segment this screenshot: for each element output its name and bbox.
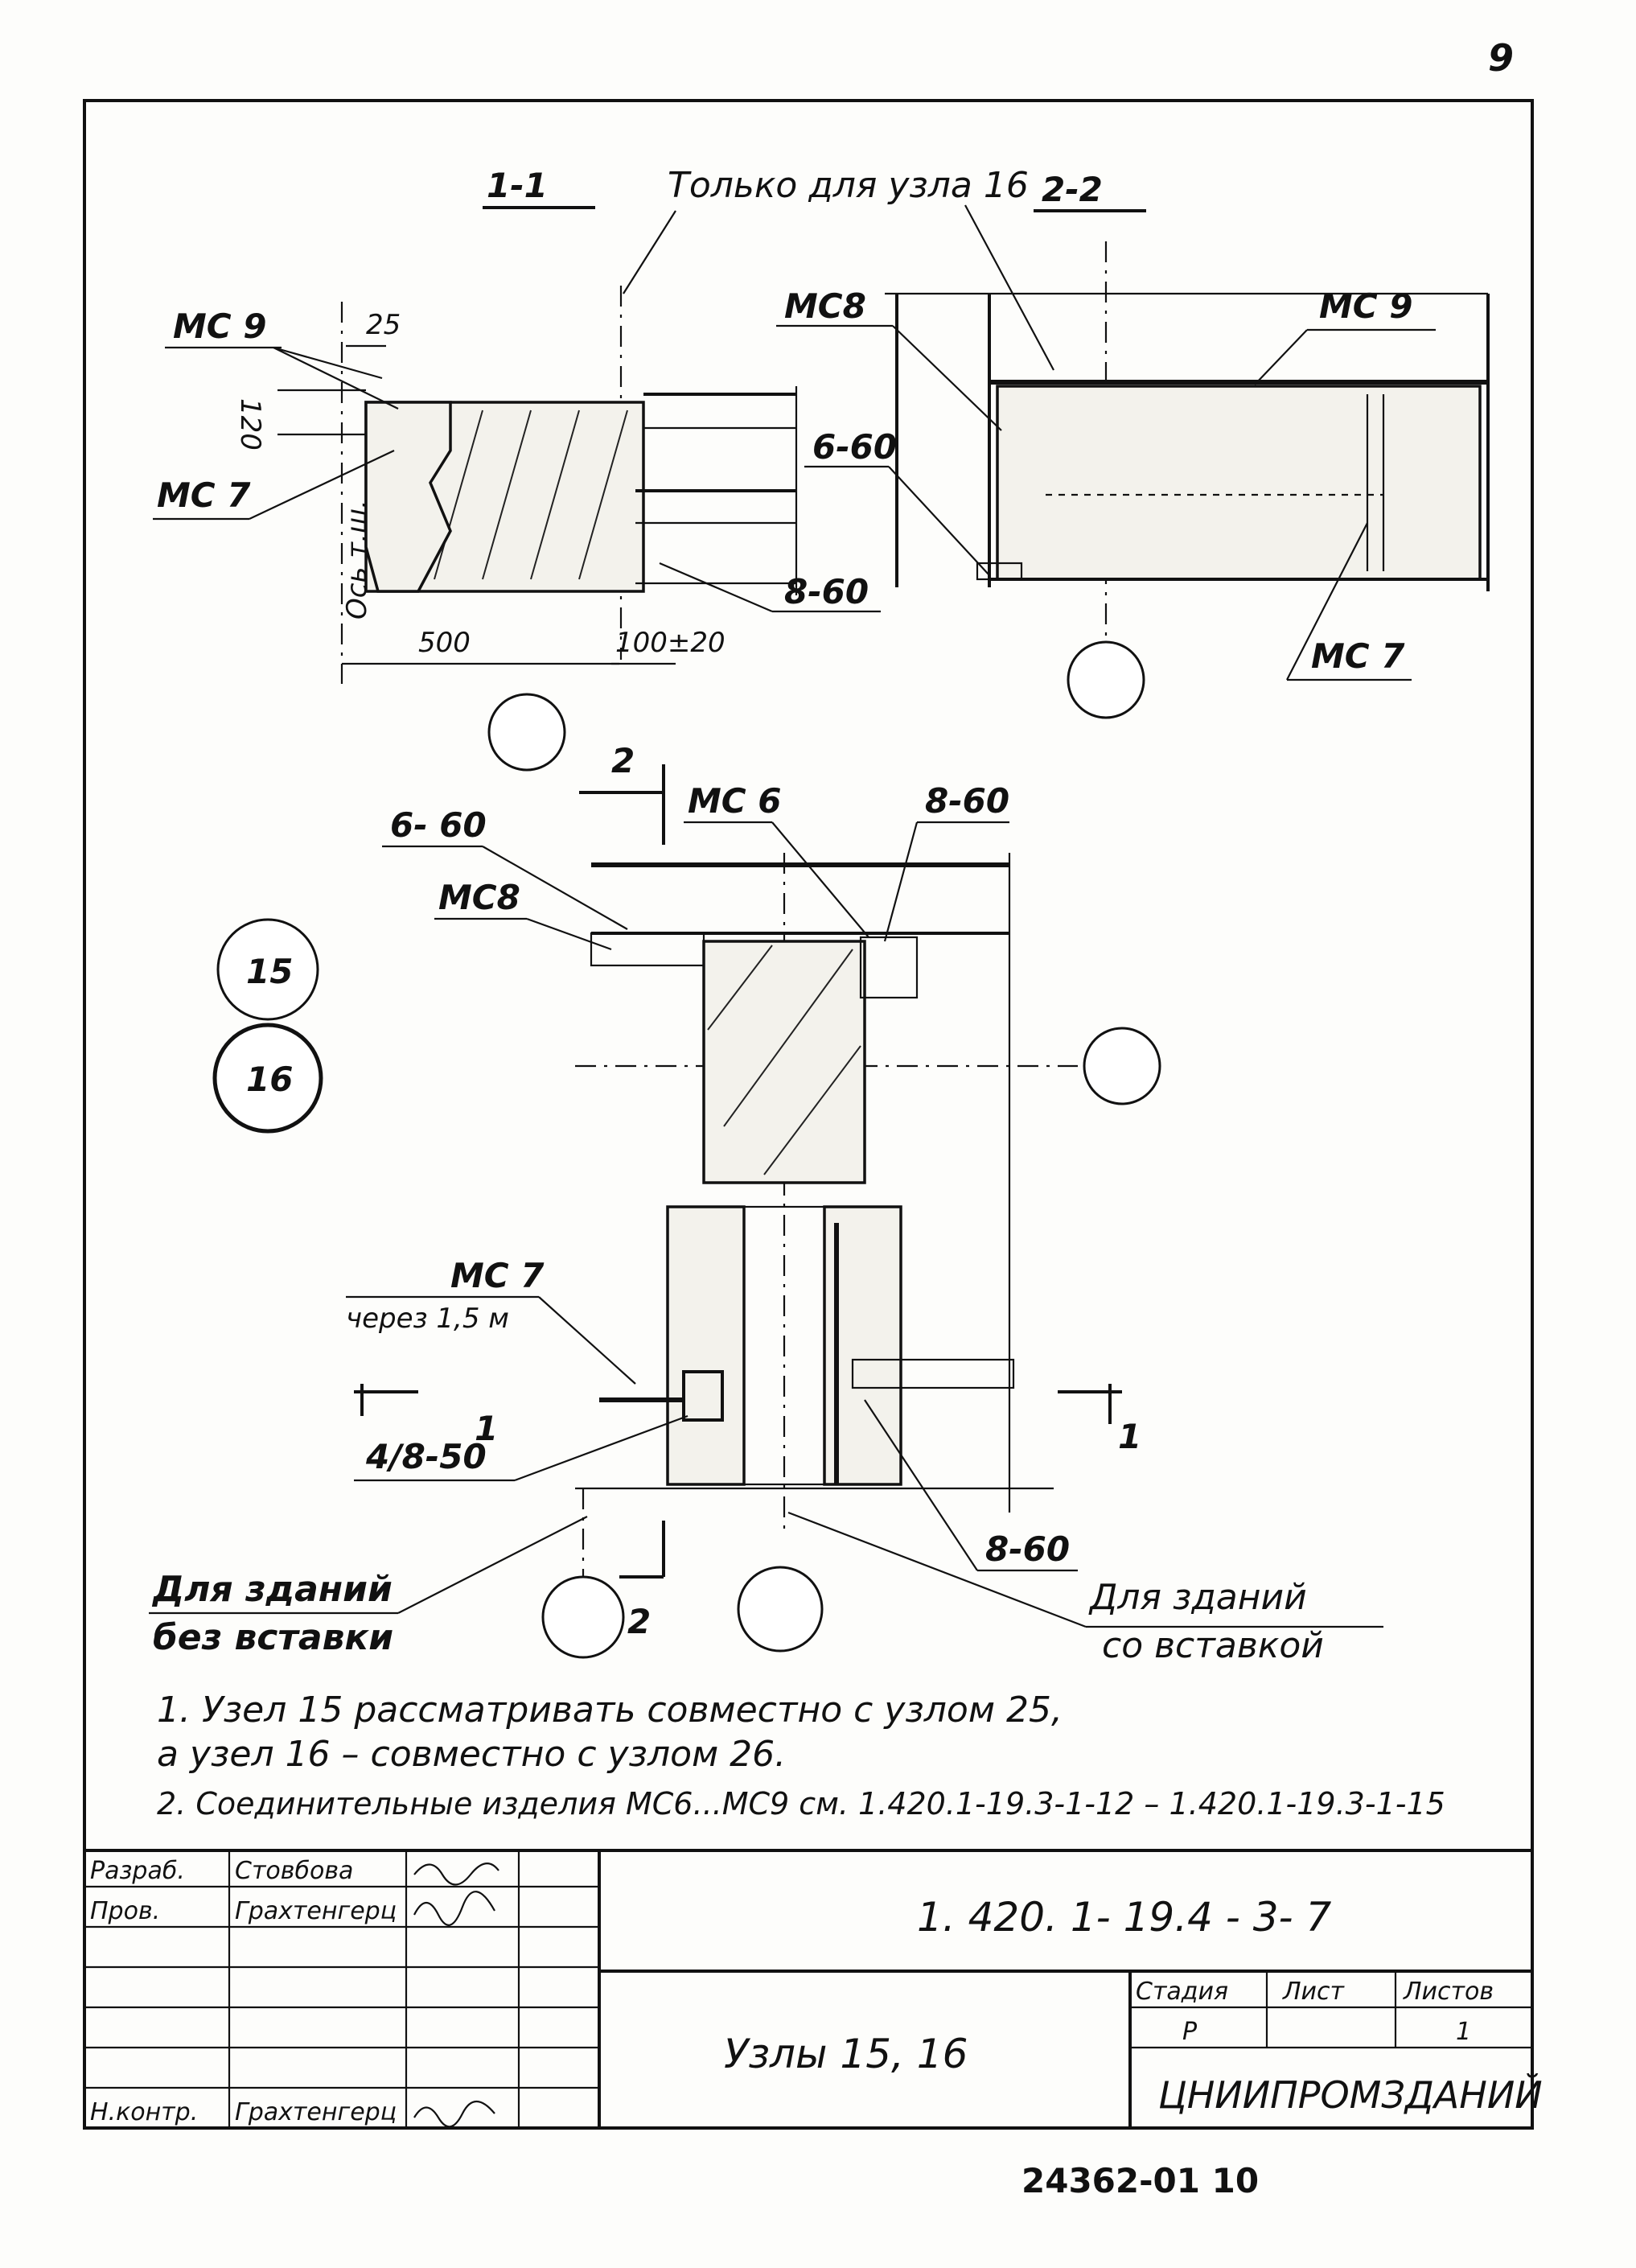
section-2-2-mc7-label: МС 7 bbox=[1311, 636, 1405, 676]
tb-name-7: Грахтенгерц bbox=[235, 2098, 397, 2126]
node-16-bubble bbox=[212, 1023, 323, 1134]
tb-role-7: Н.контр. bbox=[90, 2098, 198, 2126]
title-block: Разраб. Стовбова Пров. Грахтенгерц Н.кон… bbox=[84, 1849, 1543, 2128]
section-1-1-dim-500: 500 bbox=[418, 627, 471, 659]
note-line-2: а узел 16 – совместно с узлом 26. bbox=[157, 1734, 786, 1775]
plan-note-with-insert-2: со вставкой bbox=[1102, 1625, 1324, 1666]
tb-title: Узлы 15, 16 bbox=[724, 2031, 968, 2077]
section-1-1-axis-label: Ось т.ш. bbox=[341, 500, 373, 619]
section-2-2: Только для узла 16 2-2 МС8 МС 9 6-60 bbox=[623, 165, 1490, 719]
section-2-2-axis-bubble bbox=[1067, 640, 1145, 719]
tb-doc-code: 1. 420. 1- 19.4 - 3- 7 bbox=[917, 1894, 1331, 1941]
section-1-1: 1-1 МС 9 25 120 bbox=[153, 166, 881, 772]
section-2-2-mc9-label: МС 9 bbox=[1319, 286, 1412, 326]
general-notes: 1. Узел 15 рассматривать совместно с узл… bbox=[157, 1690, 1445, 1821]
node-15-bubble bbox=[216, 918, 319, 1021]
signature-2 bbox=[413, 1891, 495, 1926]
section-1-1-weld-8-60: 8-60 bbox=[784, 572, 869, 611]
tb-sheet-header: Лист bbox=[1282, 1978, 1346, 2006]
tb-name-2: Грахтенгерц bbox=[235, 1897, 397, 1925]
node-16-label: 16 bbox=[246, 1060, 293, 1099]
plan-weld-6-60: 6- 60 bbox=[390, 805, 487, 845]
signature-3 bbox=[413, 2100, 495, 2128]
plan-section-mark-1-right: 1 bbox=[1118, 1417, 1141, 1456]
page-number: 9 bbox=[1488, 36, 1514, 80]
bottom-stamp: 24362-01 10 bbox=[1021, 2161, 1259, 2200]
section-1-1-mc7-label: МС 7 bbox=[157, 475, 251, 515]
tb-org: ЦНИИПРОМЗДАНИЙ bbox=[1158, 2073, 1543, 2117]
section-1-1-title: 1-1 bbox=[487, 166, 548, 205]
plan-note-without-insert-2: без вставки bbox=[153, 1617, 393, 1658]
node-15-label: 15 bbox=[246, 952, 293, 991]
sheet-frame bbox=[83, 99, 1534, 2130]
note-line-3: 2. Соединительные изделия МС6...МС9 см. … bbox=[157, 1786, 1445, 1821]
plan-weld-8-60-bottom: 8-60 bbox=[985, 1529, 1070, 1569]
tb-role-2: Пров. bbox=[90, 1897, 160, 1925]
signature-1 bbox=[413, 1863, 499, 1886]
tb-stage-value: Р bbox=[1182, 2018, 1198, 2046]
plan-axis-bubble-bottom-left bbox=[541, 1575, 625, 1659]
plan-note-without-insert-1: Для зданий bbox=[151, 1569, 393, 1610]
tb-stage-header: Стадия bbox=[1136, 1978, 1228, 2006]
plan-section-mark-2-bottom: 2 bbox=[627, 1602, 651, 1641]
section-2-2-weld-6-60: 6-60 bbox=[812, 427, 897, 467]
section-1-1-axis-bubble bbox=[487, 693, 566, 772]
section-2-2-title: 2-2 bbox=[1042, 170, 1103, 209]
plan-mc7-label: МС 7 bbox=[450, 1256, 545, 1295]
section-1-1-dim-25: 25 bbox=[366, 309, 401, 341]
plan-view: 2 15 16 6- 60 МС8 МС bbox=[149, 741, 1383, 1666]
tb-sheets-header: Листов bbox=[1403, 1978, 1494, 2006]
plan-section-mark-2-top: 2 bbox=[611, 741, 635, 780]
note-line-1: 1. Узел 15 рассматривать совместно с узл… bbox=[157, 1690, 1063, 1731]
tb-name-1: Стовбова bbox=[235, 1857, 353, 1885]
plan-note-with-insert-1: Для зданий bbox=[1088, 1577, 1307, 1618]
tb-role-1: Разраб. bbox=[90, 1857, 185, 1885]
plan-axis-bubble-bottom-right bbox=[737, 1566, 824, 1653]
plan-mc8-label: МС8 bbox=[438, 878, 520, 917]
section-1-1-mc9-label: МС 9 bbox=[173, 307, 266, 346]
plan-axis-bubble-right bbox=[1083, 1027, 1161, 1105]
section-1-1-dim-120: 120 bbox=[234, 398, 266, 451]
section-1-1-dim-100-20: 100±20 bbox=[615, 627, 726, 659]
plan-mc6-label: МС 6 bbox=[688, 781, 781, 821]
tb-sheets-value: 1 bbox=[1456, 2018, 1471, 2046]
plan-weld-4-8-50: 4/8-50 bbox=[365, 1437, 487, 1476]
section-2-2-mc8-label: МС8 bbox=[784, 286, 866, 326]
plan-mc7-step: через 1,5 м bbox=[346, 1303, 509, 1335]
plan-weld-8-60-top: 8-60 bbox=[925, 781, 1009, 821]
section-2-2-only-node16: Только для узла 16 bbox=[668, 165, 1029, 206]
plan-section-mark-1-left: 1 bbox=[475, 1409, 498, 1448]
